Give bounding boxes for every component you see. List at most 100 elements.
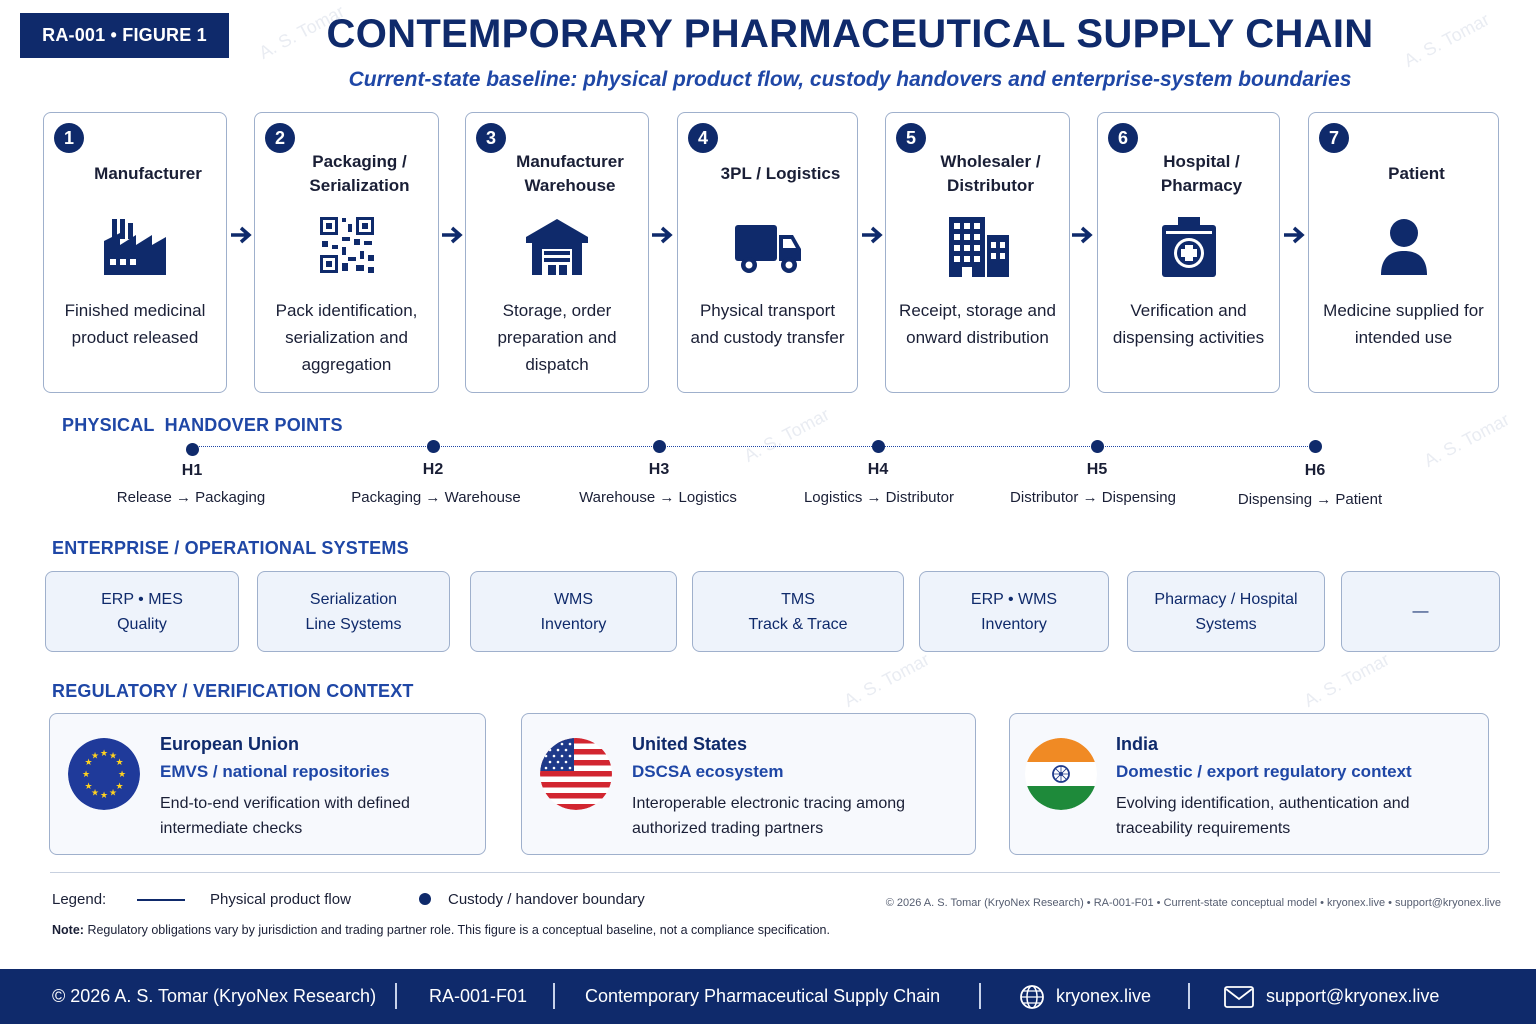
- section-heading-systems: ENTERPRISE / OPERATIONAL SYSTEMS: [52, 538, 409, 558]
- handover-timeline: [192, 446, 1316, 447]
- handover-dot: [1090, 440, 1104, 453]
- qr-code-icon: [319, 217, 374, 273]
- person-icon: [1380, 219, 1427, 275]
- warehouse-icon: [526, 219, 588, 275]
- note: Note: Regulatory obligations vary by jur…: [52, 923, 830, 937]
- region-system: Domestic / export regulatory context: [1116, 762, 1412, 781]
- stage-card-manufacturer: 1 Manufacturer Finished medicinal produc…: [43, 112, 227, 393]
- handover-code: H3: [648, 461, 670, 478]
- watermark: A. S. Tomar: [840, 649, 933, 711]
- system-box: ERP • WMS Inventory: [919, 571, 1109, 652]
- handover-dot: [652, 440, 666, 453]
- system-line: Systems: [1195, 615, 1257, 633]
- us-flag-icon: [540, 738, 612, 810]
- svg-text:★: ★: [91, 789, 99, 799]
- system-line: Inventory: [540, 615, 607, 633]
- watermark: A. S. Tomar: [1420, 409, 1513, 471]
- svg-text:★: ★: [115, 758, 123, 768]
- handover-label: Logistics → Distributor: [803, 489, 955, 506]
- mail-icon: [1224, 986, 1254, 1008]
- footer-separator: [1188, 983, 1190, 1009]
- figure-tag: RA-001 • FIGURE 1: [20, 13, 229, 58]
- footer-title: Contemporary Pharmaceutical Supply Chain: [585, 986, 941, 1006]
- stage-card-logistics: 4 3PL / Logistics Physical transport and…: [677, 112, 858, 393]
- system-box: Serialization Line Systems: [257, 571, 450, 652]
- stage-name: Patient: [1388, 164, 1445, 183]
- footer-code: RA-001-F01: [429, 986, 528, 1006]
- watermark: A. S. Tomar: [740, 404, 833, 466]
- handover-code: H2: [422, 461, 444, 478]
- region-name: European Union: [160, 734, 299, 754]
- handover-label: Distributor → Dispensing: [1010, 489, 1176, 506]
- region-system: EMVS / national repositories: [160, 762, 390, 781]
- globe-icon: [1020, 985, 1044, 1009]
- system-line: ERP • MES: [101, 590, 183, 608]
- flow-arrow-icon: [1072, 226, 1093, 244]
- region-description: Evolving identification, authentication …: [1116, 795, 1410, 837]
- handover-label: Dispensing → Patient: [1237, 491, 1383, 508]
- stage-description: Physical transport and custody transfer: [690, 301, 845, 347]
- svg-text:★: ★: [118, 770, 126, 780]
- handover-label: Release → Packaging: [116, 489, 266, 506]
- regulatory-card-us: United States DSCSA ecosystem Interopera…: [521, 713, 976, 855]
- page-title: CONTEMPORARY PHARMACEUTICAL SUPPLY CHAIN: [326, 12, 1374, 56]
- system-line: TMS: [781, 590, 815, 608]
- section-heading-regulatory: REGULATORY / VERIFICATION CONTEXT: [52, 681, 414, 701]
- stage-card-wholesaler: 5 Wholesaler / Distributor Receipt, stor…: [885, 112, 1070, 393]
- footer-bar: © 2026 A. S. Tomar (KryoNex Research) RA…: [0, 969, 1536, 1024]
- flow-arrow-icon: [862, 226, 883, 244]
- footer-website-link[interactable]: kryonex.live: [1056, 986, 1152, 1006]
- legend-title: Legend:: [52, 891, 107, 908]
- svg-text:★: ★: [84, 758, 92, 768]
- page-subtitle: Current-state baseline: physical product…: [348, 68, 1352, 91]
- legend-dot-icon: [419, 893, 431, 905]
- stage-description: Pack identification, serialization and a…: [275, 301, 418, 374]
- legend-divider: [50, 872, 1500, 873]
- region-system: DSCSA ecosystem: [632, 762, 784, 781]
- handover-dot: [871, 440, 885, 453]
- handover-code: H5: [1086, 461, 1108, 478]
- stage-description: Verification and dispensing activities: [1112, 301, 1265, 347]
- stage-name: Wholesaler / Distributor: [940, 152, 1041, 195]
- handover-code: H6: [1304, 462, 1326, 479]
- india-flag-icon: [1025, 738, 1097, 810]
- stage-description: Storage, order preparation and dispatch: [497, 301, 617, 374]
- step-number: 6: [1108, 123, 1138, 153]
- step-number: 2: [265, 123, 295, 153]
- system-line: —: [1412, 603, 1429, 620]
- step-number: 4: [688, 123, 718, 153]
- stage-description: Medicine supplied for intended use: [1323, 301, 1484, 347]
- system-box: TMS Track & Trace: [692, 571, 904, 652]
- system-line: Pharmacy / Hospital: [1154, 590, 1298, 608]
- region-description: Interoperable electronic tracing among a…: [632, 795, 906, 837]
- system-box: WMS Inventory: [470, 571, 677, 652]
- footer-copyright: © 2026 A. S. Tomar (KryoNex Research): [52, 986, 377, 1006]
- footer-separator: [395, 983, 397, 1009]
- system-line: ERP • WMS: [970, 590, 1058, 608]
- system-line: Line Systems: [305, 615, 402, 633]
- stage-name: Packaging / Serialization: [309, 152, 410, 195]
- legend-custody: Custody / handover boundary: [448, 891, 645, 908]
- system-line: Serialization: [309, 590, 398, 608]
- footer-separator: [979, 983, 981, 1009]
- region-name: United States: [632, 734, 748, 754]
- svg-text:★: ★: [100, 791, 108, 801]
- stage-card-hospital-pharmacy: 6 Hospital / Pharmacy Verification and d…: [1097, 112, 1280, 393]
- region-name: India: [1116, 734, 1159, 754]
- svg-text:★: ★: [115, 782, 123, 792]
- system-line: Quality: [117, 615, 167, 633]
- system-box-empty: —: [1341, 571, 1500, 652]
- stage-name: Hospital / Pharmacy: [1160, 152, 1243, 195]
- medical-kit-icon: [1161, 217, 1216, 277]
- section-heading-handover: PHYSICAL HANDOVER POINTS: [62, 415, 343, 435]
- handover-code: H4: [867, 461, 889, 478]
- system-box: Pharmacy / Hospital Systems: [1127, 571, 1325, 652]
- regulatory-card-eu: ★★★★ ★★★★ ★★★★ European Union EMVS / nat…: [49, 713, 486, 855]
- handover-dot: [185, 443, 199, 456]
- truck-icon: [734, 225, 801, 273]
- stage-name: Manufacturer Warehouse: [516, 152, 624, 195]
- handover-label: Warehouse → Logistics: [579, 489, 737, 506]
- footer-email-link[interactable]: support@kryonex.live: [1266, 986, 1440, 1006]
- stage-name: 3PL / Logistics: [720, 164, 841, 183]
- stage-name: Manufacturer: [94, 164, 202, 183]
